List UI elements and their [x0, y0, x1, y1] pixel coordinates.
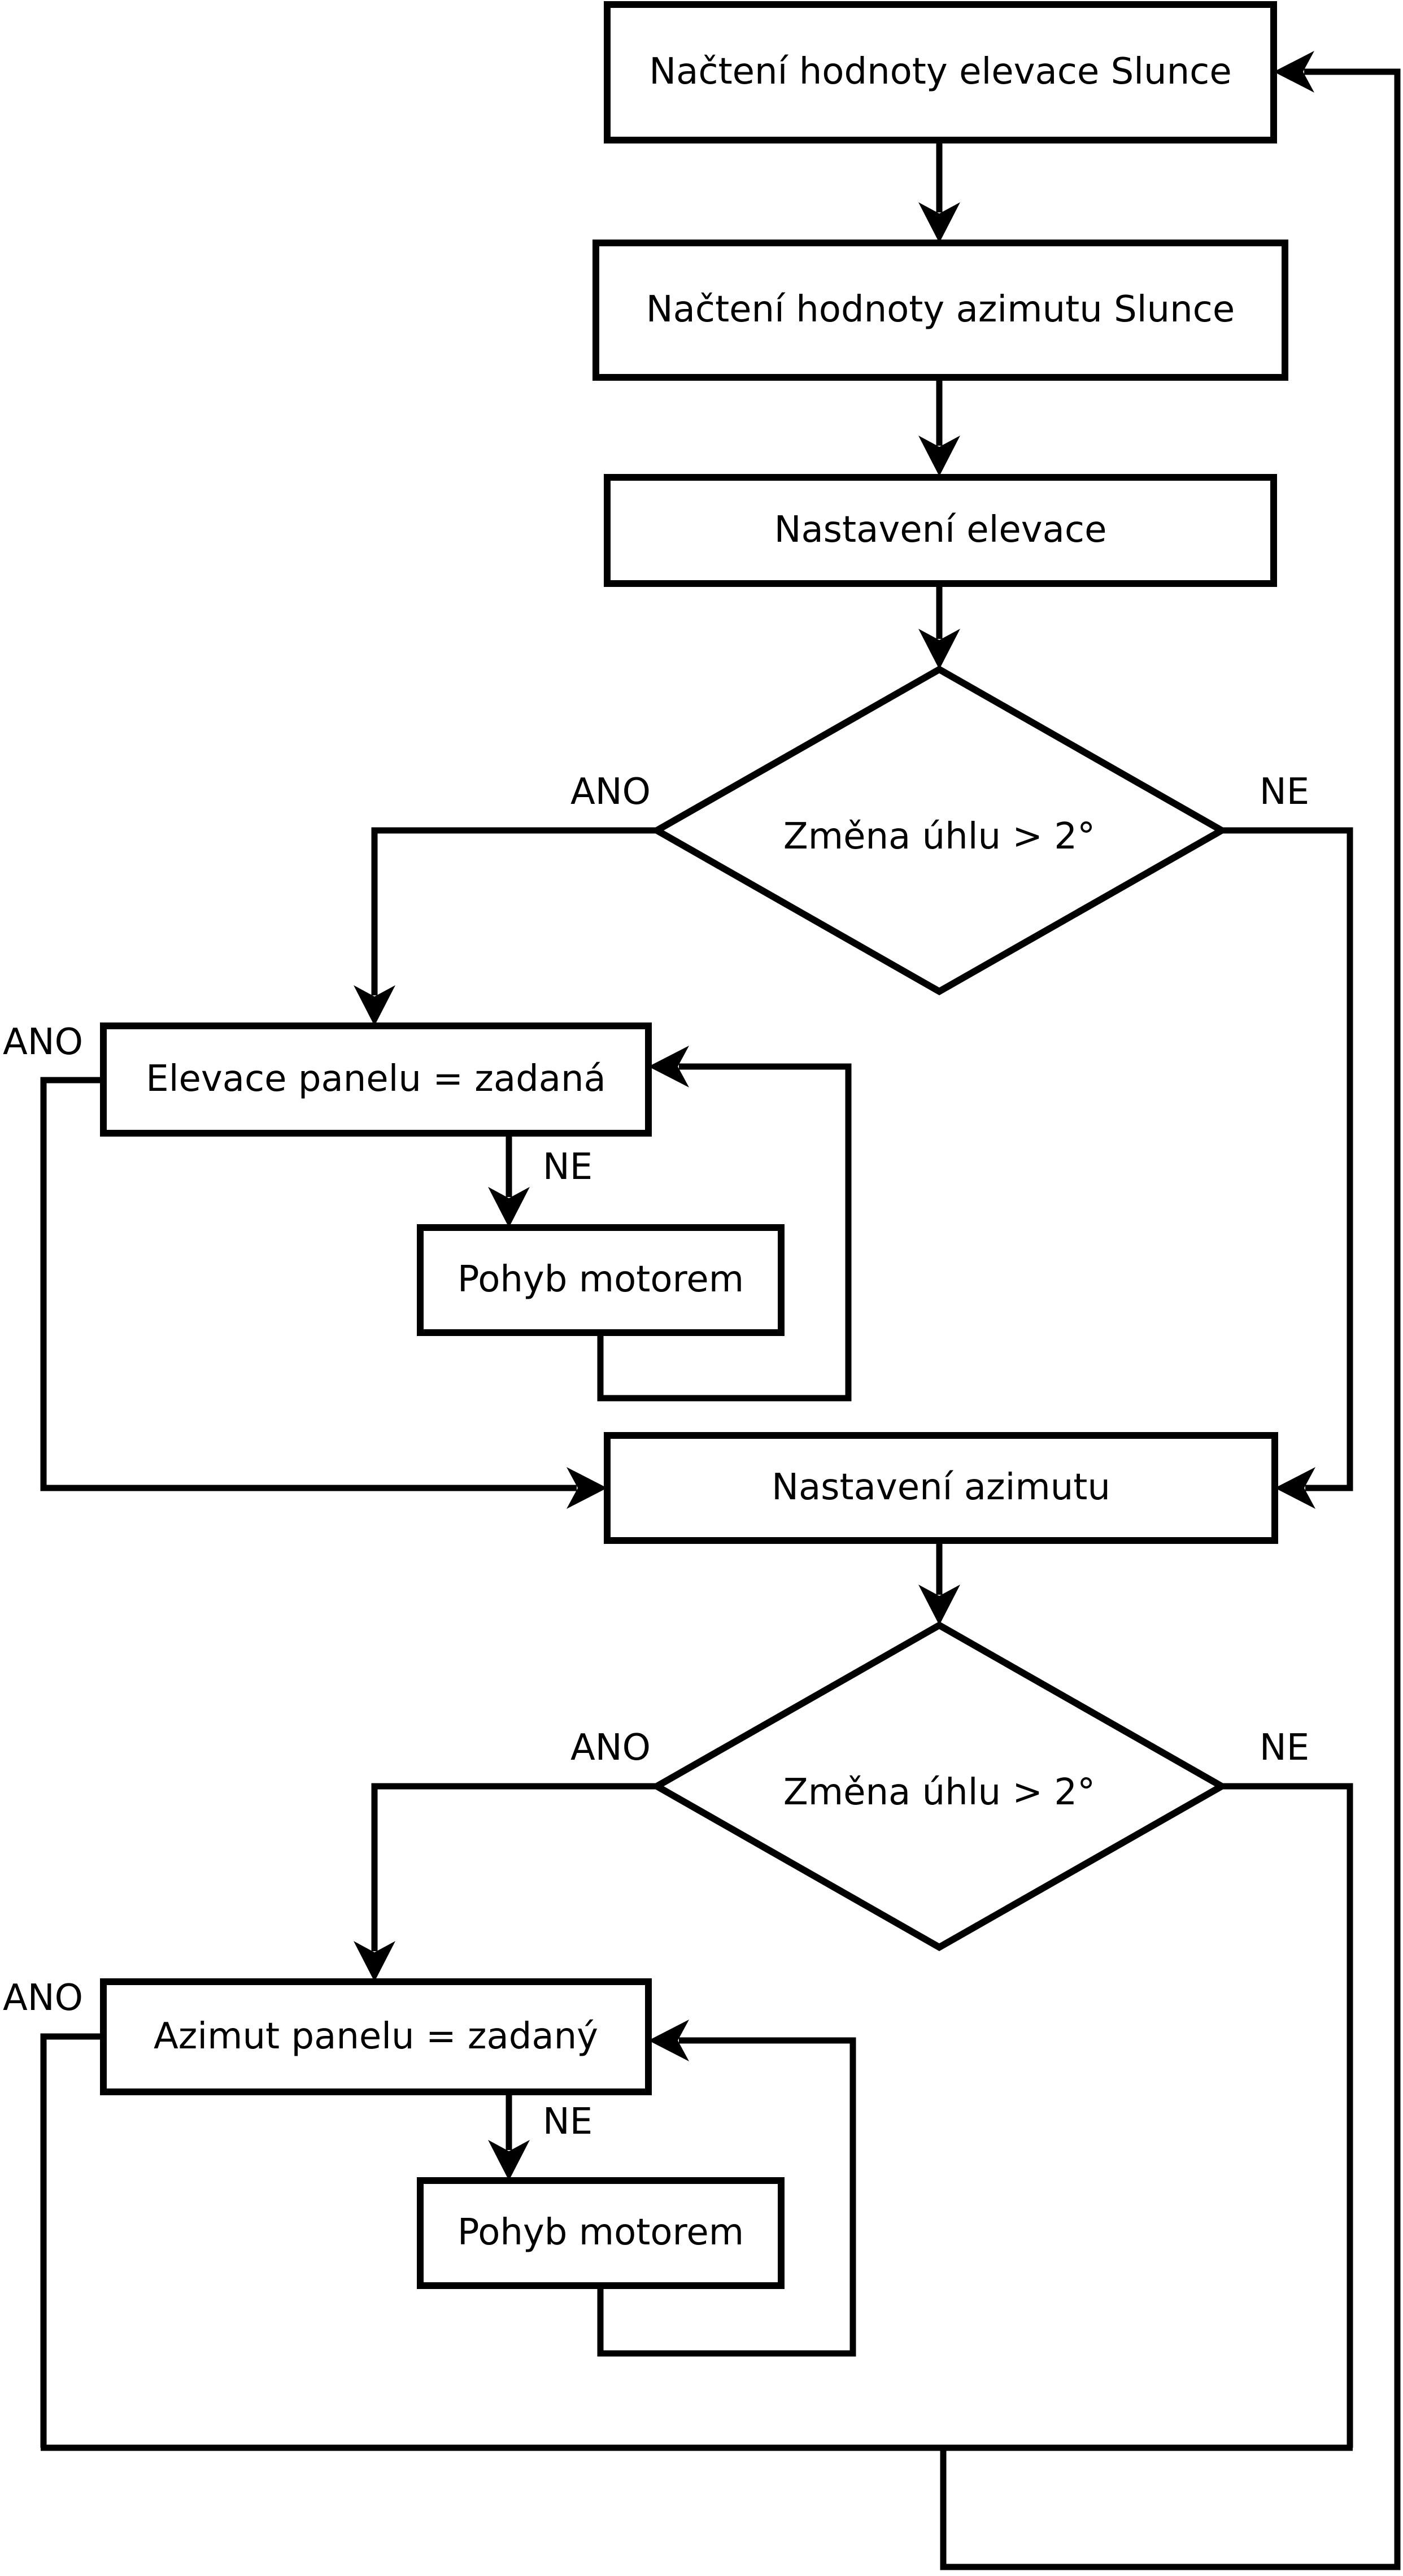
- node-motor-elevation-label: Pohyb motorem: [457, 1259, 744, 1301]
- arrowhead-into-elevation-panel: [354, 985, 395, 1026]
- arrowhead-into-set-elevation: [918, 436, 960, 476]
- node-motor-elevation-box: [417, 1224, 785, 1336]
- arrowhead-into-decision-azimuth: [918, 1585, 960, 1625]
- edge-motor-azimuth-loop: [597, 2037, 856, 2357]
- arrowhead-loop-into-elevation-panel: [648, 1046, 689, 1087]
- node-read-azimuth-box: [592, 240, 1288, 381]
- edge-elevation-panel-yes: [40, 1077, 577, 1491]
- arrowhead-into-set-azimuth-right: [1275, 1467, 1315, 1509]
- node-elevation-panel-box: [100, 1022, 652, 1137]
- edge-label-elevation-panel-yes: ANO: [2, 1021, 84, 1063]
- edge-label-decision-azimuth-yes: ANO: [570, 1727, 651, 1769]
- node-set-elevation-label: Nastavení elevace: [774, 509, 1107, 551]
- arrowheads: [354, 51, 1315, 2181]
- edge-label-decision-azimuth-no: NE: [1259, 1727, 1310, 1769]
- arrowhead-into-motor-azimuth: [488, 2140, 530, 2181]
- node-decision-elevation-shape: [650, 665, 1229, 995]
- edge-label-azimuth-panel-yes: ANO: [2, 1977, 84, 2019]
- node-decision-azimuth-shape: [650, 1621, 1229, 1951]
- arrowhead-into-decision-elevation: [918, 629, 960, 669]
- node-azimuth-panel-label: Azimut panelu = zadaný: [153, 2015, 599, 2057]
- node-set-azimuth-box: [604, 1432, 1278, 1544]
- node-outlines: [100, 1, 1288, 2289]
- node-read-azimuth-label: Načtení hodnoty azimutu Slunce: [646, 289, 1235, 331]
- arrowhead-into-azimuth-panel: [354, 1941, 395, 1982]
- arrowhead-into-motor-elevation: [488, 1187, 530, 1228]
- node-motor-azimuth-box: [417, 2177, 785, 2289]
- arrowhead-into-read-azimuth: [918, 202, 960, 243]
- node-decision-elevation-label: Změna úhlu > 2°: [783, 816, 1096, 858]
- node-elevation-panel-label: Elevace panelu = zadaná: [146, 1058, 606, 1100]
- node-azimuth-panel-box: [100, 1978, 652, 2095]
- node-read-elevation-label: Načtení hodnoty elevace Slunce: [649, 51, 1232, 93]
- edge-decision-azimuth-yes: [371, 1783, 657, 1951]
- edge-label-elevation-panel-no: NE: [542, 1146, 593, 1188]
- arrowhead-into-read-elevation: [1274, 51, 1314, 93]
- edge-label-decision-elevation-yes: ANO: [570, 771, 651, 813]
- node-decision-azimuth-label: Změna úhlu > 2°: [783, 1772, 1096, 1814]
- edge-return-to-start: [940, 68, 1401, 2570]
- edge-decision-azimuth-no: [1222, 1783, 1353, 2448]
- edge-decision-elevation-no: [1222, 827, 1353, 1491]
- edge-motor-elevation-loop: [597, 1063, 852, 1402]
- arrowhead-loop-into-azimuth-panel: [648, 2020, 689, 2061]
- edge-decision-elevation-yes: [371, 827, 657, 995]
- node-read-elevation-box: [604, 1, 1277, 143]
- edge-label-decision-elevation-no: NE: [1259, 771, 1310, 813]
- node-set-azimuth-label: Nastavení azimutu: [772, 1467, 1110, 1509]
- node-motor-azimuth-label: Pohyb motorem: [457, 2212, 744, 2254]
- node-set-elevation-box: [604, 474, 1277, 587]
- edge-azimuth-panel-yes: [40, 2033, 103, 2448]
- arrowhead-into-set-azimuth-left: [567, 1467, 607, 1509]
- edge-label-azimuth-panel-no: NE: [542, 2101, 593, 2143]
- connector-lines: [40, 68, 1401, 2570]
